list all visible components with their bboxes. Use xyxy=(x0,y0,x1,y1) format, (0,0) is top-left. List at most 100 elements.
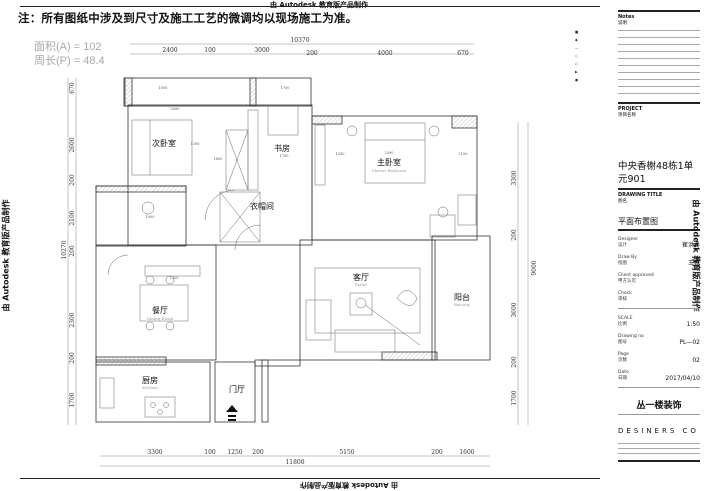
room-label-kitchen-en: Kitchen xyxy=(142,385,158,390)
dim-bottom: 1600 xyxy=(459,449,474,456)
project-name: 中央香榭48栋1单元901 xyxy=(618,161,694,185)
field-label-cn: 图号 xyxy=(618,340,627,345)
entry-arrow xyxy=(226,405,238,421)
dim-left: 2300 xyxy=(69,312,76,327)
dim-bottom-total: 11800 xyxy=(285,459,304,466)
field-label-en: SCALE xyxy=(618,316,633,321)
drawing-title: 平面布置图 xyxy=(618,217,658,226)
inner-dim: 1500 xyxy=(159,86,168,90)
room-label-master-en: Master Bedroom xyxy=(372,168,406,173)
drawing-title-label: DRAWING TITLE xyxy=(618,192,663,198)
inner-dim: 1300 xyxy=(191,142,200,146)
dim-top-total: 10370 xyxy=(290,37,309,44)
room-label-balcony: 阳台 xyxy=(454,292,470,302)
field-label-en: Drawing no xyxy=(618,334,644,339)
dim-right: 200 xyxy=(511,229,518,241)
field-value: 2017/04/10 xyxy=(665,375,700,382)
dim-left: 1700 xyxy=(69,392,76,407)
inner-dim: 2100 xyxy=(459,152,468,156)
drawing-title-label-cn: 图名 xyxy=(618,199,627,204)
dim-right-total: 9000 xyxy=(531,260,538,275)
dim-top: 100 xyxy=(204,47,216,54)
dim-left: 200 xyxy=(69,352,76,364)
dim-left: 2600 xyxy=(69,137,76,152)
field-value: PL—02 xyxy=(679,339,700,346)
inner-dim: 2650 xyxy=(171,107,180,111)
field-label-cn: 审核 xyxy=(618,297,627,302)
notes-heading-cn: 说明 xyxy=(618,21,627,26)
general-note: 注：所有图纸中涉及到尺寸及施工工艺的微调均以现场施工为准。 xyxy=(18,11,358,25)
project-label-cn: 项目名称 xyxy=(618,113,636,118)
company-logo: 丛一楼装饰 xyxy=(636,401,682,411)
field-value: 02 xyxy=(692,357,700,364)
top-border xyxy=(20,6,600,7)
dim-bottom: 200 xyxy=(252,449,264,456)
area-label: 面积(A) = 102 xyxy=(34,41,102,53)
dim-right: 1700 xyxy=(511,390,518,405)
dim-top: 200 xyxy=(306,50,318,57)
field-label-en: Page xyxy=(618,352,629,357)
field-label-en: Designer xyxy=(618,237,639,242)
field-label-cn: 绘图 xyxy=(618,261,627,266)
legend-symbols: ■◆—○◇▶● xyxy=(575,30,579,82)
inner-dim: 1700 xyxy=(281,86,290,90)
company-name: DESINERS CO xyxy=(618,427,699,435)
notes-heading: Notes xyxy=(618,14,635,20)
room-label-living: 客厅 xyxy=(353,272,369,282)
dim-left-total: 10270 xyxy=(61,240,68,259)
dimension-lines xyxy=(67,43,529,467)
dim-top: 2400 xyxy=(162,47,177,54)
dim-top: 3000 xyxy=(254,47,269,54)
bottom-border xyxy=(20,478,600,479)
field-value: 王甄 xyxy=(687,260,700,267)
dim-left: 2100 xyxy=(69,210,76,225)
field-label-cn: 设计 xyxy=(618,243,627,248)
room-label-balcony-en: Balcony xyxy=(454,302,471,307)
room-label-living-en: Parlor xyxy=(355,282,367,287)
inner-dim: 1900 xyxy=(146,215,155,219)
field-value: 崔洪勇 xyxy=(681,242,700,249)
inner-dim: 1320 xyxy=(170,276,179,280)
field-label-en: Client approved xyxy=(618,273,654,278)
inner-dim: 1800 xyxy=(214,157,223,161)
company-address xyxy=(618,443,700,458)
dim-left: 200 xyxy=(69,174,76,186)
notes-lines xyxy=(618,30,700,100)
field-label-en: Date xyxy=(618,370,629,375)
room-label-entry: 门厅 xyxy=(229,384,245,394)
field-label-cn: 比例 xyxy=(618,322,627,327)
field-label-cn: 甲方认可 xyxy=(618,279,636,284)
dim-left: 670 xyxy=(69,82,76,94)
perimeter-label: 周长(P) = 48.4 xyxy=(34,55,105,67)
floor-plan: 10370 2400 100 3000 200 4000 670 11800 3… xyxy=(61,37,538,467)
room-label-kitchen: 厨房 xyxy=(142,375,158,385)
watermark-top: 由 Autodesk 教育版产品制作 xyxy=(270,1,369,9)
inner-dim: 1700 xyxy=(280,154,289,158)
room-label-dining-en: Dining Room xyxy=(147,316,174,321)
dim-left: 200 xyxy=(69,245,76,257)
inner-dim: 2590 xyxy=(385,151,394,155)
project-label: PROJECT xyxy=(618,106,643,112)
field-label-en: Check xyxy=(618,291,632,296)
field-label-cn: 页数 xyxy=(618,358,627,363)
dim-bottom: 1250 xyxy=(227,449,242,456)
field-label-cn: 日期 xyxy=(618,376,627,381)
dim-bottom: 200 xyxy=(431,449,443,456)
room-label-master: 主卧室 xyxy=(377,157,401,167)
dim-top: 4000 xyxy=(377,50,392,57)
room-label-dining: 餐厅 xyxy=(152,306,168,315)
walls xyxy=(95,77,491,423)
furniture xyxy=(99,104,477,418)
dim-right: 200 xyxy=(511,356,518,368)
title-block: Notes 说明 PROJECT 项目名称 中央香榭48栋1单元901 DRAW… xyxy=(618,8,700,476)
dim-bottom: 5150 xyxy=(339,449,354,456)
dim-bottom: 100 xyxy=(204,449,216,456)
